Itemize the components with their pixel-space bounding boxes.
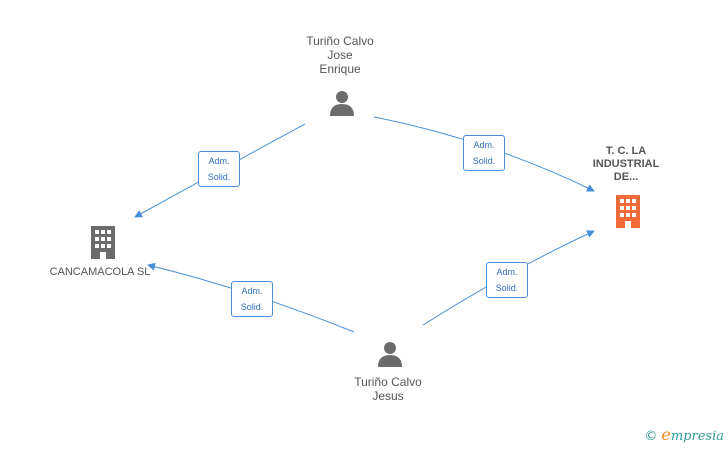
- edge-label[interactable]: Adm. Solid.: [198, 151, 240, 187]
- copyright-symbol: ©: [644, 429, 658, 444]
- edge-label-line-2: Solid.: [207, 172, 231, 182]
- person-top-line-3: Enrique: [319, 62, 361, 76]
- person-bottom-label[interactable]: Turiño Calvo Jesus: [338, 375, 438, 403]
- company-right-line-1: T. C. LA: [605, 145, 647, 157]
- brand-initial: e: [661, 425, 671, 444]
- person-top-label[interactable]: Turiño Calvo Jose Enrique: [290, 34, 390, 76]
- company-right-label[interactable]: T. C. LA INDUSTRIAL DE...: [576, 145, 676, 184]
- person-bottom-line-2: Jesus: [372, 389, 404, 403]
- edge-label-line-1: Adm.: [208, 156, 230, 166]
- person-icon[interactable]: [328, 89, 356, 117]
- person-top-line-1: Turiño Calvo: [306, 34, 374, 48]
- edge-label-line-1: Adm.: [496, 267, 518, 277]
- company-left-line-1: CANCAMACOLA SL: [49, 266, 151, 278]
- building-icon[interactable]: [613, 194, 643, 228]
- company-right-line-2: INDUSTRIAL: [592, 158, 660, 170]
- person-top-line-2: Jose: [327, 48, 353, 62]
- edge-label[interactable]: Adm. Solid.: [463, 135, 505, 171]
- person-icon[interactable]: [376, 340, 404, 368]
- edge-label-line-1: Adm.: [473, 140, 495, 150]
- brand-footer[interactable]: ©empresia: [644, 425, 724, 444]
- edge-label-line-2: Solid.: [495, 283, 519, 293]
- edge-label[interactable]: Adm. Solid.: [231, 281, 273, 317]
- edge-label[interactable]: Adm. Solid.: [486, 262, 528, 298]
- person-bottom-line-1: Turiño Calvo: [354, 375, 422, 389]
- edge-label-line-2: Solid.: [240, 302, 264, 312]
- company-right-line-3: DE...: [613, 171, 639, 183]
- company-left-label[interactable]: CANCAMACOLA SL: [40, 265, 160, 279]
- edge-label-line-1: Adm.: [241, 286, 263, 296]
- brand-name: mpresia: [670, 429, 724, 444]
- edge-label-line-2: Solid.: [472, 156, 496, 166]
- building-icon[interactable]: [88, 225, 118, 259]
